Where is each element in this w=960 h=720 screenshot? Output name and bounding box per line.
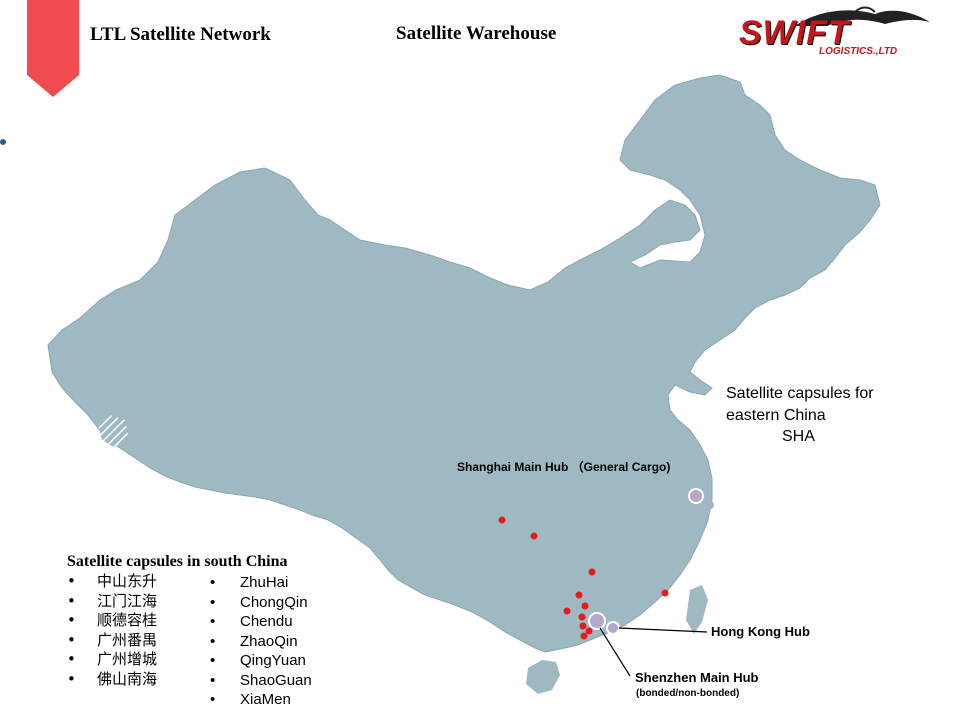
hong-kong-hub-marker[interactable]: [606, 621, 620, 635]
hainan-island-shape: [526, 660, 560, 694]
list-item: ShaoGuan: [210, 671, 312, 691]
list-item: ChongQin: [210, 593, 312, 613]
network-title: LTL Satellite Network: [90, 24, 271, 45]
list-item: Chendu: [210, 612, 312, 632]
swift-logo: SWIFT LOGISTICS.,LTD: [735, 4, 935, 66]
taiwan-island-shape: [686, 585, 708, 634]
list-item: 佛山南海: [67, 670, 157, 690]
logo-wordmark: SWIFT: [739, 14, 850, 52]
edge-marker: [0, 139, 6, 145]
shanghai-hub-marker[interactable]: [688, 488, 704, 504]
list-item: 广州增城: [67, 650, 157, 670]
satellite-dot[interactable]: [578, 613, 586, 621]
logo-subtitle: LOGISTICS.,LTD: [819, 46, 898, 57]
shenzhen-leader-line: [599, 627, 631, 677]
satellite-dot[interactable]: [563, 607, 571, 615]
hong-kong-hub-label: Hong Kong Hub: [711, 624, 810, 639]
east-code: SHA: [782, 428, 815, 445]
satellite-dot[interactable]: [581, 602, 589, 610]
satellite-dot[interactable]: [498, 516, 506, 524]
logo-lizard-icon: [795, 6, 930, 26]
satellite-dot[interactable]: [585, 627, 593, 635]
shenzhen-hub-sublabel: (bonded/non-bonded): [636, 688, 740, 699]
east-note-line1: Satellite capsules for: [726, 385, 874, 402]
shenzhen-hub-label: Shenzhen Main Hub: [635, 670, 759, 685]
list-item: 江门江海: [67, 592, 157, 612]
list-item: ZhaoQin: [210, 632, 312, 652]
shenzhen-hub-marker[interactable]: [588, 612, 606, 630]
hatched-region: [98, 415, 128, 448]
list-item: 顺德容桂: [67, 611, 157, 631]
list-item: QingYuan: [210, 651, 312, 671]
satellite-dot[interactable]: [575, 591, 583, 599]
hong-kong-leader-line: [618, 627, 708, 633]
warehouse-title: Satellite Warehouse: [396, 23, 557, 44]
satellite-dot[interactable]: [588, 568, 596, 576]
satellite-dot[interactable]: [530, 532, 538, 540]
south-china-title: Satellite capsules in south China: [67, 553, 288, 570]
list-item: ZhuHai: [210, 573, 312, 593]
east-note-line2: eastern China: [726, 407, 826, 424]
ribbon-decoration: [27, 0, 79, 97]
satellite-dot[interactable]: [661, 589, 669, 597]
list-item: XiaMen: [210, 690, 312, 710]
satellite-dot[interactable]: [580, 632, 588, 640]
cn-site-list: 中山东升 江门江海 顺德容桂 广州番禺 广州增城 佛山南海: [67, 572, 157, 689]
china-mainland-shape: [47, 74, 881, 653]
coastal-island: [706, 501, 714, 509]
list-item: 广州番禺: [67, 631, 157, 651]
en-site-list: ZhuHai ChongQin Chendu ZhaoQin QingYuan …: [210, 573, 312, 710]
satellite-dots: [498, 516, 669, 640]
satellite-dot[interactable]: [579, 622, 587, 630]
shanghai-hub-label: Shanghai Main Hub （General Cargo): [457, 460, 671, 474]
list-item: 中山东升: [67, 572, 157, 592]
